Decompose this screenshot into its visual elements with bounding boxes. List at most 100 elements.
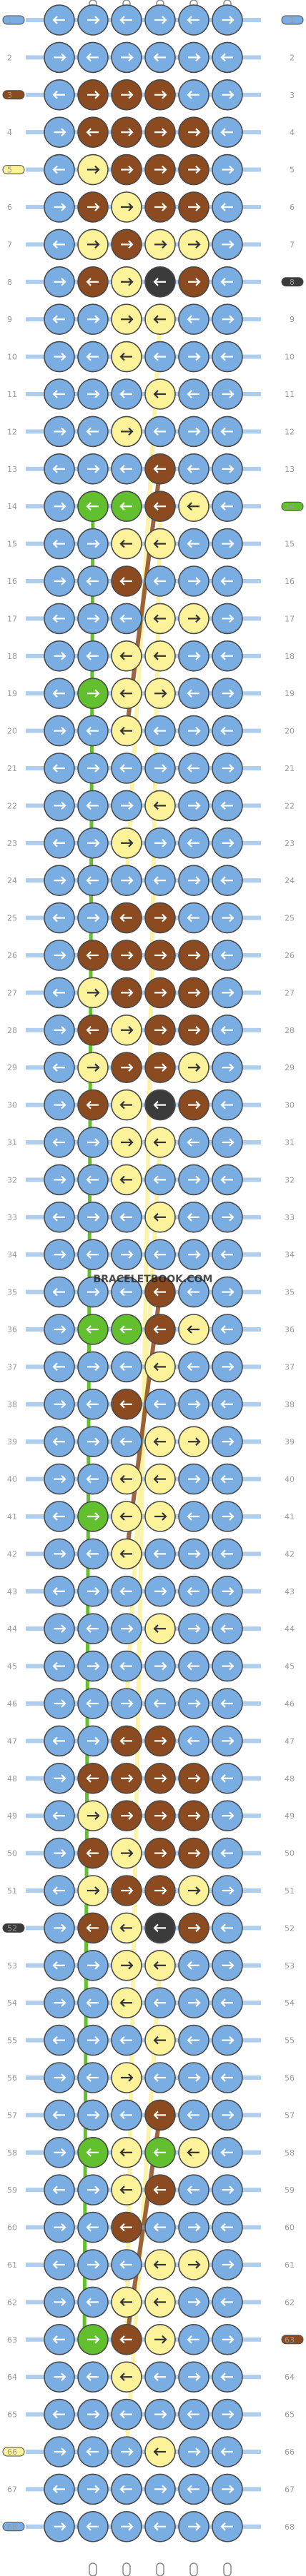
row-number-left: 61 bbox=[7, 2260, 17, 2270]
row-number-right: 39 bbox=[285, 1437, 295, 1447]
knot bbox=[212, 1763, 243, 1794]
arrow-head-icon bbox=[187, 2036, 192, 2045]
arrow-head-icon bbox=[229, 1138, 235, 1147]
arrow-head-icon bbox=[94, 2185, 100, 2194]
arrow-head-icon bbox=[187, 1736, 192, 1746]
row-number-right: 32 bbox=[285, 1175, 295, 1184]
knot bbox=[111, 1538, 142, 1570]
knot bbox=[44, 603, 75, 635]
row-number-right: 50 bbox=[285, 1849, 295, 1858]
arrow-head-icon bbox=[119, 1100, 125, 1110]
arrow-head-icon bbox=[52, 1437, 58, 1446]
arrow-head-icon bbox=[94, 203, 100, 211]
knot bbox=[111, 753, 142, 784]
knot bbox=[144, 2062, 176, 2093]
arrow-head-icon bbox=[128, 315, 134, 323]
arrow-head-icon bbox=[229, 165, 235, 174]
arrow-head-icon bbox=[220, 876, 226, 885]
row-connector bbox=[26, 466, 261, 471]
knot bbox=[212, 1538, 243, 1570]
arrow-head-icon bbox=[153, 502, 159, 510]
knot bbox=[77, 1725, 109, 1757]
row-connector bbox=[26, 1027, 261, 1032]
knot bbox=[212, 1463, 243, 1495]
arrow-head-icon bbox=[61, 652, 66, 660]
arrow-head-icon bbox=[162, 203, 167, 211]
arrow-head-icon bbox=[195, 427, 201, 436]
arrow-head-icon bbox=[220, 801, 226, 810]
row-number-right: 57 bbox=[285, 2110, 295, 2120]
arrow-head-icon bbox=[52, 1063, 58, 1072]
row-number-right: 10 bbox=[285, 353, 295, 362]
knot bbox=[77, 977, 109, 1009]
knot bbox=[111, 2024, 142, 2056]
knot bbox=[111, 154, 142, 186]
arrow-head-icon bbox=[52, 2036, 58, 2045]
arrow-head-icon bbox=[119, 2260, 125, 2269]
bottom-thread-stub bbox=[156, 2562, 164, 2576]
knot bbox=[144, 154, 176, 186]
arrow-head-icon bbox=[220, 1325, 226, 1334]
knot bbox=[44, 2099, 75, 2131]
arrow-head-icon bbox=[119, 16, 125, 24]
knot bbox=[212, 1613, 243, 1644]
arrow-head-icon bbox=[94, 1362, 100, 1372]
knot bbox=[212, 1650, 243, 1682]
arrow-head-icon bbox=[229, 1811, 235, 1820]
row-connector bbox=[26, 2524, 261, 2529]
knot bbox=[111, 1239, 142, 1270]
knot bbox=[111, 228, 142, 261]
arrow-head-icon bbox=[94, 988, 100, 997]
knot bbox=[111, 1389, 142, 1420]
knot bbox=[111, 1351, 142, 1383]
knot bbox=[178, 341, 209, 373]
knot bbox=[144, 2436, 176, 2467]
arrow-head-icon bbox=[153, 2522, 159, 2531]
row-number-left: 44 bbox=[7, 1624, 17, 1634]
row-number-right: 47 bbox=[285, 1736, 295, 1746]
knot bbox=[77, 378, 109, 410]
row-number-right: 45 bbox=[285, 1662, 295, 1671]
arrow-head-icon bbox=[61, 2447, 66, 2456]
row-connector bbox=[26, 878, 261, 883]
arrow-head-icon bbox=[94, 1138, 100, 1147]
arrow-head-icon bbox=[220, 1175, 226, 1184]
row-number-right: 16 bbox=[285, 577, 295, 586]
knot bbox=[77, 2511, 109, 2542]
knot bbox=[144, 902, 176, 934]
knot bbox=[44, 2398, 75, 2430]
arrow-head-icon bbox=[153, 1213, 159, 1222]
knot bbox=[178, 2361, 209, 2393]
knot bbox=[144, 1950, 176, 1981]
knot bbox=[111, 940, 142, 971]
row-connector bbox=[26, 205, 261, 209]
row-number-left: 31 bbox=[7, 1138, 17, 1147]
row-connector bbox=[26, 1813, 261, 1818]
row-connector bbox=[26, 2300, 261, 2305]
row-number-right: 25 bbox=[285, 914, 295, 923]
knot bbox=[212, 341, 243, 373]
arrow-head-icon bbox=[52, 913, 58, 922]
knot bbox=[77, 1389, 109, 1420]
arrow-head-icon bbox=[119, 1923, 125, 1933]
arrow-head-icon bbox=[153, 1138, 159, 1147]
knot bbox=[212, 1426, 243, 1457]
arrow-head-icon bbox=[195, 1026, 201, 1035]
row-number-left: 53 bbox=[7, 1961, 17, 1971]
arrow-head-icon bbox=[128, 128, 134, 136]
knot bbox=[212, 940, 243, 971]
arrow-head-icon bbox=[220, 1026, 226, 1035]
knot bbox=[77, 2099, 109, 2131]
knot bbox=[178, 827, 209, 859]
arrow-head-icon bbox=[128, 240, 134, 249]
arrow-head-icon bbox=[52, 240, 58, 249]
knot bbox=[178, 603, 209, 635]
knot bbox=[111, 2361, 142, 2393]
row-number-left: 41 bbox=[7, 1512, 17, 1521]
row-number-left: 27 bbox=[7, 988, 17, 997]
knot bbox=[178, 2249, 209, 2280]
arrow-head-icon bbox=[220, 1923, 226, 1933]
arrow-head-icon bbox=[128, 1848, 134, 1858]
arrow-head-icon bbox=[153, 614, 159, 623]
knot bbox=[144, 341, 176, 373]
